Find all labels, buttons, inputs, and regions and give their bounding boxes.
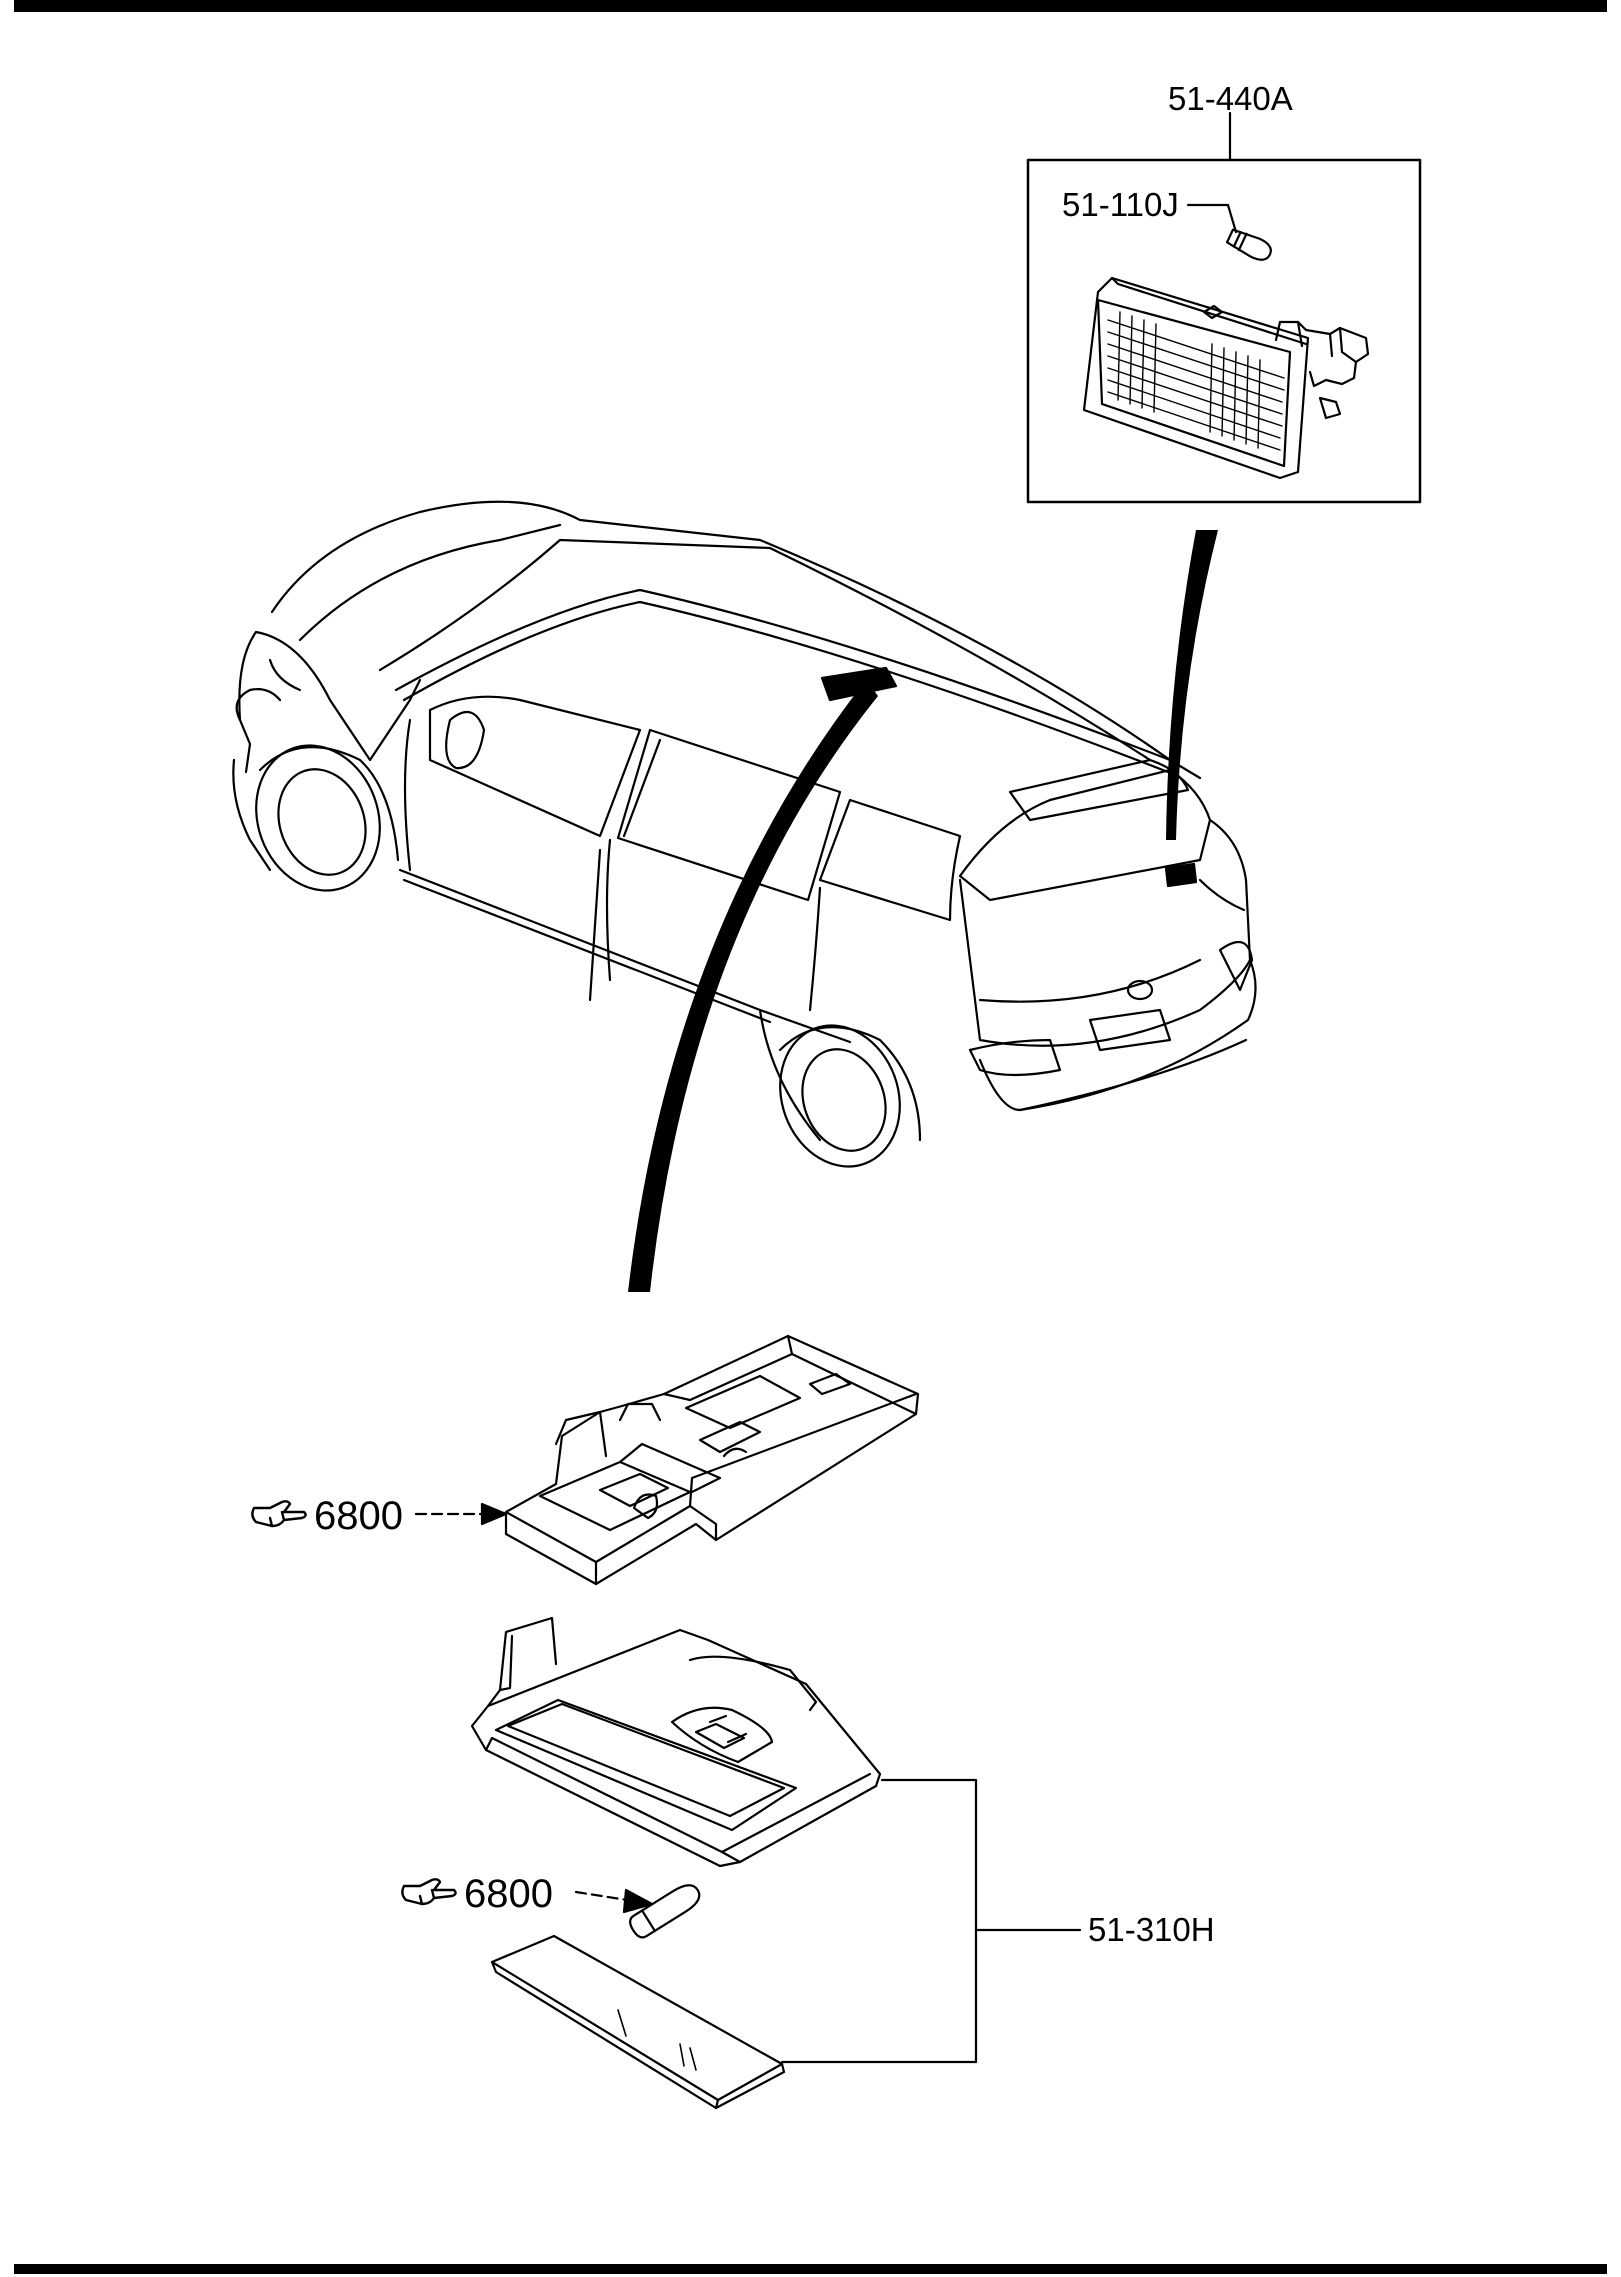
- callout-51-440a: 51-440A: [1168, 80, 1293, 117]
- ref-6800-lower: 6800: [464, 1872, 553, 1916]
- map-lamp-bracket-leader: [780, 1778, 1082, 2064]
- lower-ref-arrowhead: [622, 1888, 654, 1914]
- lamp-assembly-inset-box: [1026, 158, 1422, 504]
- car-to-map-lamp-leader: [628, 680, 878, 1292]
- lamp-housing-icon: [1082, 276, 1370, 480]
- inset-to-car-leader: [1166, 530, 1218, 840]
- bottom-border: [14, 2264, 1607, 2274]
- minivan-icon: [232, 500, 1257, 1168]
- ref-6800-upper: 6800: [314, 1494, 403, 1538]
- wedge-bulb-icon: [1225, 228, 1272, 261]
- bulb-leader-drop: [1226, 203, 1238, 234]
- pointing-hand-icon: [251, 1500, 307, 1528]
- top-border: [14, 0, 1607, 12]
- pointing-hand-icon: [401, 1878, 457, 1906]
- upper-ref-arrowhead: [480, 1502, 508, 1526]
- map-lamp-housing-icon: [470, 1616, 882, 1868]
- callout-51-310h: 51-310H: [1088, 1911, 1215, 1948]
- map-lamp-lens-icon: [490, 1934, 786, 2110]
- lamp-base-bracket-icon: [504, 1334, 920, 1586]
- callout-51-110j: 51-110J: [1062, 186, 1179, 223]
- map-lamp-bulb-icon: [629, 1884, 701, 1939]
